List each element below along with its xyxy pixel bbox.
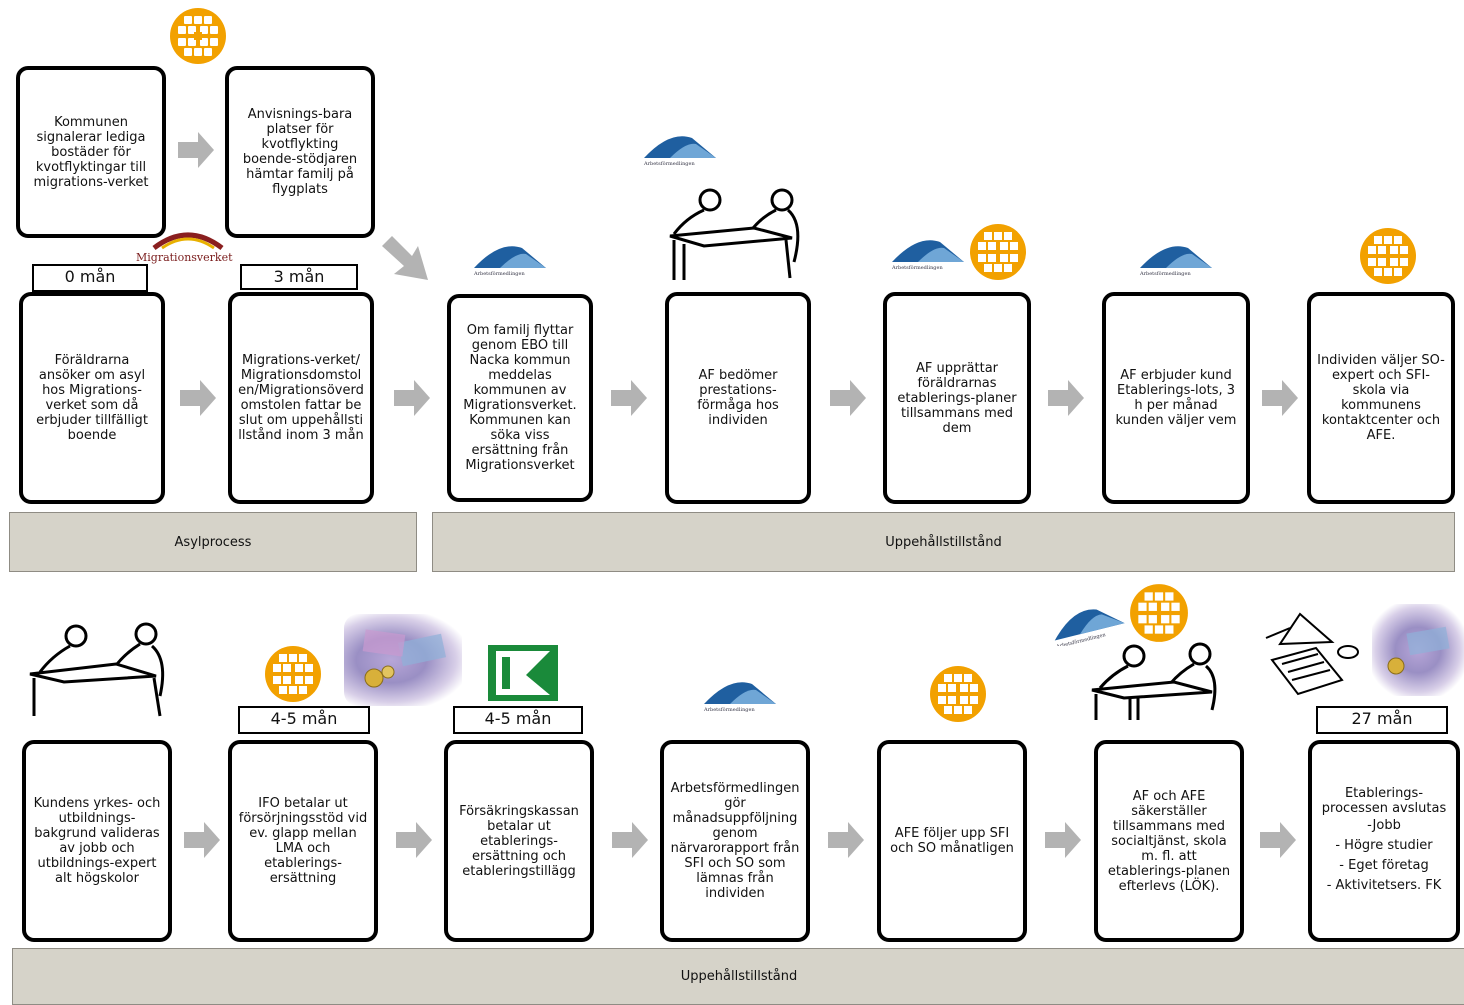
band-label: Asylprocess [174, 534, 252, 550]
band-label: Uppehållstillstånd [885, 534, 1002, 550]
step-validering: Kundens yrkes- och utbildnings-bakgrund … [22, 740, 172, 942]
migrationsverket-logo-icon [152, 232, 224, 250]
step-text: Föräldrarna ansöker om asyl hos Migratio… [36, 353, 148, 443]
forsakringskassan-logo-icon [488, 645, 558, 701]
money-image [344, 614, 462, 706]
step-text: Anvisnings-bara platser för kvotflykting… [242, 107, 358, 197]
band-asylprocess: Asylprocess [9, 512, 417, 572]
step-ifo-forsorjningsstod: IFO betalar ut försörjningsstöd vid ev. … [228, 740, 378, 942]
step-text: AFE följer upp SFI och SO månatligen [890, 826, 1014, 856]
afe-emblem-icon [970, 224, 1026, 280]
arrow-diagonal-icon [382, 236, 428, 280]
arrow-right-icon [830, 380, 866, 416]
coins-icon [362, 629, 447, 688]
study-materials-icon [1265, 612, 1359, 696]
arrow-right-icon [611, 380, 647, 416]
time-tag-0-man: 0 mån [32, 264, 148, 292]
arbetsformedlingen-logo-icon: Arbetsförmedlingen [1139, 246, 1212, 277]
band-label: Uppehållstillstånd [680, 969, 798, 984]
afe-emblem-icon [1130, 584, 1188, 642]
step-text: Migrations-verket/Migrationsdomstolen/Mi… [238, 353, 364, 443]
arrow-right-icon [1045, 822, 1081, 858]
step-afe-foljer-upp: AFE följer upp SFI och SO månatligen [877, 740, 1027, 942]
step-text: Kommunen signalerar lediga bostäder för … [33, 114, 149, 190]
meeting-figures-icon [669, 188, 800, 280]
step-ebo-nacka: Om familj flyttar genom EBO till Nacka k… [447, 294, 593, 502]
af-logo-text: Arbetsförmedlingen [891, 265, 943, 271]
afe-emblem-icon [1360, 228, 1416, 284]
arrow-right-icon [184, 822, 220, 858]
arrow-right-icon [1048, 380, 1084, 416]
step-text: Individen väljer SO-expert och SFI-skola… [1317, 353, 1445, 443]
step-af-upprattar: AF upprättar föräldrarnas etablerings-pl… [883, 292, 1031, 504]
afe-emblem-icon [930, 666, 986, 722]
step-text: Kundens yrkes- och utbildnings-bakgrund … [33, 796, 161, 886]
arbetsformedlingen-logo-icon: Arbetsförmedlingen [473, 246, 546, 277]
step-forsakringskassan: Försäkringskassan betalar ut etablerings… [444, 740, 594, 942]
afe-emblem-icon [265, 646, 321, 702]
afe-emblem-icon [170, 8, 226, 64]
arrow-right-icon [1262, 380, 1298, 416]
step-text: AF bedömer prestations-förmåga hos indiv… [697, 368, 779, 428]
step-lok: AF och AFE säkerställer tillsammans med … [1094, 740, 1244, 942]
step-af-erbjuder: AF erbjuder kund Etablerings-lots, 3 h p… [1102, 292, 1250, 504]
step-text: Om familj flyttar genom EBO till Nacka k… [463, 323, 577, 473]
step-text: AF erbjuder kund Etablerings-lots, 3 h p… [1115, 368, 1237, 428]
af-logo-text: Arbetsförmedlingen [703, 707, 755, 713]
arrow-right-icon [178, 132, 214, 168]
time-tag-27-man: 27 mån [1316, 706, 1448, 734]
avslut-item-jobb: -Jobb [1367, 818, 1401, 833]
step-af-bedomer: AF bedömer prestations-förmåga hos indiv… [665, 292, 811, 504]
step-avslut: Etablerings-processen avslutas -Jobb - H… [1308, 740, 1460, 942]
time-tag-4-5-man: 4-5 mån [238, 706, 370, 734]
arbetsformedlingen-logo-icon: Arbetsförmedlingen [1055, 609, 1125, 646]
avslut-item-aktivitetsers: - Aktivitetsers. FK [1326, 878, 1442, 893]
af-logo-text: Arbetsförmedlingen [473, 271, 525, 277]
time-tag-4-5-man: 4-5 mån [453, 706, 583, 734]
meeting-figures-icon [1091, 642, 1217, 720]
af-logo-text: Arbetsförmedlingen [643, 161, 695, 167]
coins-icon [1387, 626, 1450, 675]
step-text: AF upprättar föräldrarnas etablerings-pl… [897, 360, 1017, 436]
avslut-heading: Etablerings-processen avslutas [1321, 786, 1447, 816]
money-image [1372, 604, 1464, 696]
avslut-item-foretag: - Eget företag [1339, 858, 1429, 873]
step-foraldrarna-ansoker: Föräldrarna ansöker om asyl hos Migratio… [19, 292, 165, 504]
arbetsformedlingen-logo-icon: Arbetsförmedlingen [891, 240, 964, 271]
step-text: IFO betalar ut försörjningsstöd vid ev. … [238, 796, 368, 886]
band-uppehallstillstand-2: Uppehållstillstånd [12, 948, 1464, 1005]
time-tag-3-man: 3 mån [240, 264, 358, 290]
step-text: Arbetsförmedlingen gör månadsuppföljning… [670, 781, 800, 901]
arrow-right-icon [612, 822, 648, 858]
step-anvisningsbara-platser: Anvisnings-bara platser för kvotflykting… [225, 66, 375, 238]
arrow-right-icon [828, 822, 864, 858]
band-uppehallstillstand-1: Uppehållstillstånd [432, 512, 1455, 572]
avslut-item-studier: - Högre studier [1335, 838, 1433, 853]
arrow-right-icon [394, 380, 430, 416]
step-manadsuppfoljning: Arbetsförmedlingen gör månadsuppföljning… [660, 740, 810, 942]
meeting-figures-icon [29, 622, 165, 717]
arrow-right-icon [180, 380, 216, 416]
step-text: AF och AFE säkerställer tillsammans med … [1107, 788, 1231, 894]
arbetsformedlingen-logo-icon: Arbetsförmedlingen [643, 136, 716, 167]
arbetsformedlingen-logo-icon: Arbetsförmedlingen [703, 682, 776, 713]
step-kommunen-signalerar: Kommunen signalerar lediga bostäder för … [16, 66, 166, 238]
step-individen-valjer: Individen väljer SO-expert och SFI-skola… [1307, 292, 1455, 504]
migrationsverket-label: Migrationsverket [136, 251, 233, 264]
af-logo-text: Arbetsförmedlingen [1139, 271, 1191, 277]
arrow-right-icon [1260, 822, 1296, 858]
arrow-right-icon [396, 822, 432, 858]
step-text: Försäkringskassan betalar ut etablerings… [459, 803, 579, 879]
step-migrationsverket-beslut: Migrations-verket/Migrationsdomstolen/Mi… [228, 292, 374, 504]
